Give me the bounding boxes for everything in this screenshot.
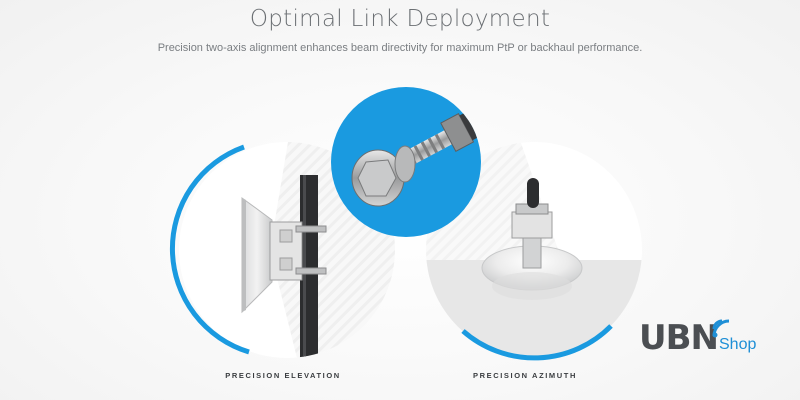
logo-main-text: UBN <box>639 318 719 358</box>
caption-precision-azimuth: PRECISION AZIMUTH <box>472 371 577 380</box>
logo-suffix-text: Shop <box>719 336 757 353</box>
ubnshop-logo: UBN Shop <box>639 318 779 368</box>
wifi-signal-icon <box>712 319 730 338</box>
page-title: Optimal Link Deployment <box>249 6 551 32</box>
page-subtitle: Precision two-axis alignment enhances be… <box>157 42 643 54</box>
caption-precision-elevation: PRECISION ELEVATION <box>225 371 341 380</box>
alignment-bolt-circle <box>331 87 481 237</box>
